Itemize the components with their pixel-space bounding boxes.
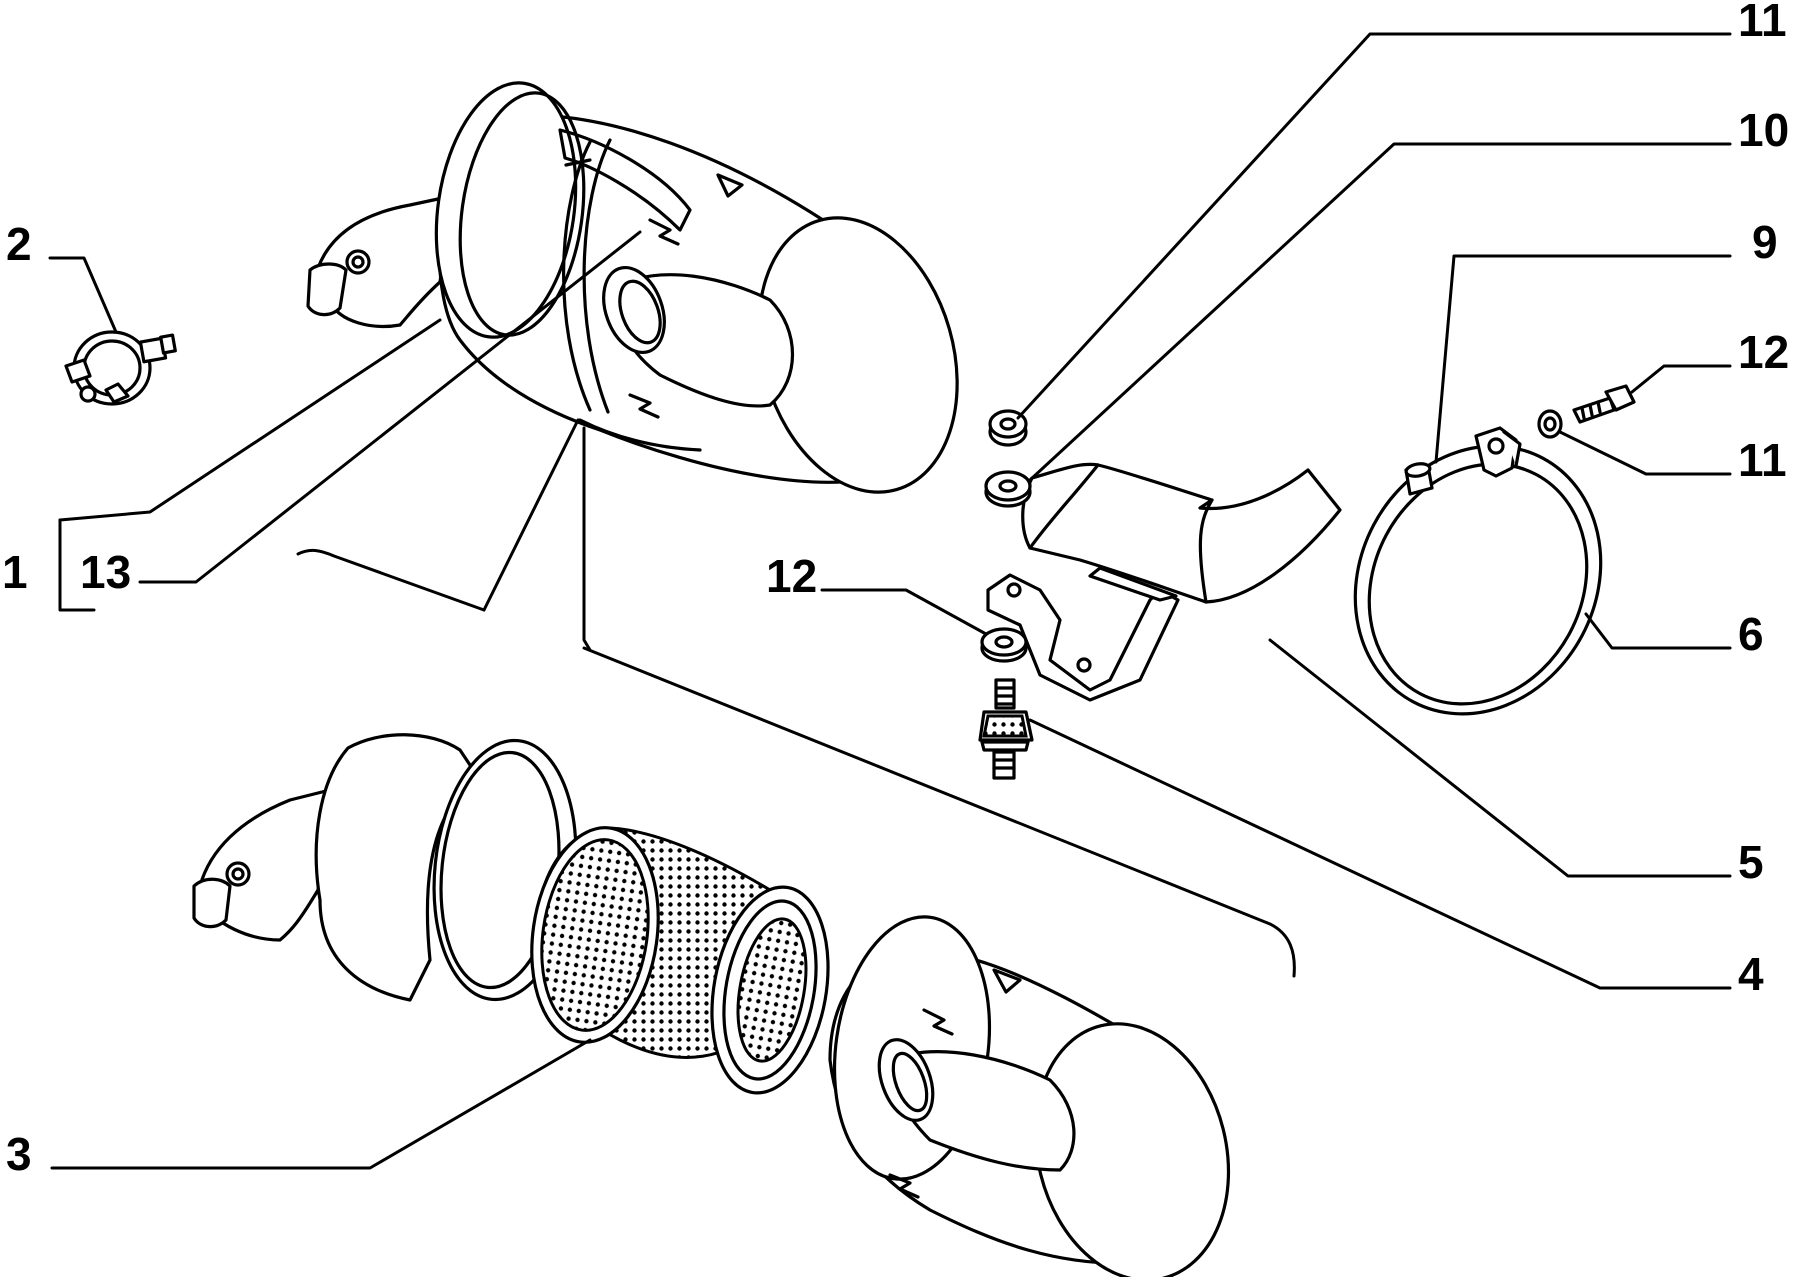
callout-3: 3 — [6, 1128, 32, 1180]
callout-labels: 1 13 2 3 4 5 6 9 10 11 11 12 12 — [2, 0, 1789, 1180]
pressure-switch-part-2 — [64, 330, 177, 406]
callout-12-right: 12 — [1738, 326, 1789, 378]
assembly-brace-lines — [296, 426, 1296, 978]
callout-9: 9 — [1752, 216, 1778, 268]
callout-10: 10 — [1738, 104, 1789, 156]
rubber-stud-part-4 — [978, 678, 1034, 780]
callout-11-right: 11 — [1738, 434, 1787, 486]
callout-11-top: 11 — [1738, 0, 1787, 46]
callout-12-left: 12 — [766, 550, 817, 602]
callout-4: 4 — [1738, 948, 1764, 1000]
filter-element-part-3 — [530, 826, 830, 1095]
callout-1: 1 — [2, 546, 28, 598]
exploded-filter-inlet-elbow — [192, 788, 332, 942]
callout-5: 5 — [1738, 836, 1764, 888]
air-filter-assembly-part-1 — [306, 81, 959, 494]
callout-13: 13 — [80, 546, 131, 598]
washer-part-12-left — [980, 627, 1028, 663]
spacer-part-9 — [1404, 462, 1434, 496]
hose-clamp-part-6 — [1353, 426, 1603, 716]
leader-lines — [48, 32, 1732, 1170]
exploded-filter-housing — [828, 915, 1231, 1277]
mounting-bracket-part-5 — [986, 462, 1342, 702]
bolt-part-12-right — [1572, 384, 1636, 424]
callout-2: 2 — [6, 218, 32, 270]
washer-part-10 — [984, 470, 1032, 508]
callout-6: 6 — [1738, 608, 1764, 660]
washer-part-11-right — [1537, 409, 1563, 439]
